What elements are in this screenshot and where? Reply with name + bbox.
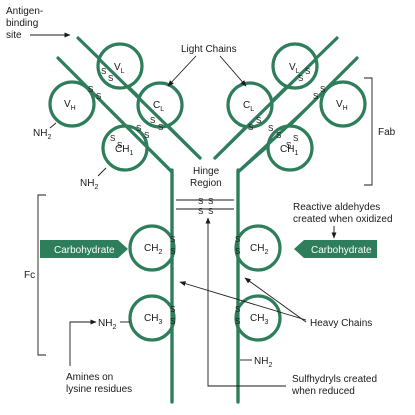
- svg-text:CH2: CH2: [144, 243, 162, 256]
- svg-text:CH1: CH1: [115, 144, 133, 157]
- vh-domain-right: [319, 80, 367, 128]
- svg-text:when reduced: when reduced: [291, 386, 355, 397]
- light-chains-label: Light Chains: [167, 44, 247, 87]
- fc-bracket: [37, 194, 46, 356]
- svg-text:NH2: NH2: [80, 178, 98, 191]
- svg-text:S: S: [235, 235, 240, 244]
- svg-text:CH2: CH2: [250, 243, 268, 256]
- disulfide-bonds: S S S S S S S S S S S S S S S S S S S S …: [88, 67, 325, 326]
- antigen-binding-site-label: Antigen- binding site: [6, 6, 71, 41]
- svg-text:NH2: NH2: [33, 128, 51, 141]
- svg-text:NH2: NH2: [98, 318, 116, 331]
- svg-text:S: S: [235, 247, 240, 256]
- vl-domain-left: [96, 42, 144, 90]
- carbohydrate-tag-left: Carbohydrate: [40, 240, 128, 258]
- svg-text:Heavy Chains: Heavy Chains: [310, 318, 372, 329]
- svg-text:S: S: [170, 235, 175, 244]
- svg-text:S: S: [256, 116, 261, 125]
- svg-text:Region: Region: [190, 178, 222, 189]
- svg-text:S: S: [96, 92, 101, 101]
- svg-text:Antigen-: Antigen-: [6, 6, 43, 17]
- svg-text:S: S: [198, 207, 203, 216]
- svg-text:S: S: [110, 134, 115, 143]
- svg-text:S: S: [108, 74, 113, 83]
- svg-text:S: S: [305, 67, 310, 76]
- svg-text:Carbohydrate: Carbohydrate: [311, 245, 372, 256]
- light-chain-left-arm: [98, 58, 202, 160]
- domain-labels: VL VH CL CH1 VL VH CL CH1 CH2 CH3 CH2 CH…: [64, 62, 348, 326]
- svg-text:binding: binding: [6, 18, 38, 29]
- ch3-domain-right: [234, 294, 282, 342]
- svg-text:Hinge: Hinge: [193, 166, 220, 177]
- hinge-region-label: Hinge Region: [190, 166, 222, 189]
- svg-text:CH3: CH3: [144, 313, 162, 326]
- svg-text:S: S: [88, 85, 93, 94]
- fab-label: Fab: [378, 127, 396, 138]
- svg-text:S: S: [235, 305, 240, 314]
- reactive-aldehydes-label: Reactive aldehydes created when oxidized: [293, 202, 393, 239]
- svg-text:CL: CL: [243, 100, 254, 113]
- heavy-chain-left-arm: [108, 108, 174, 174]
- svg-text:S: S: [268, 124, 273, 133]
- svg-text:S: S: [170, 305, 175, 314]
- svg-text:S: S: [117, 141, 122, 150]
- svg-text:Amines on: Amines on: [66, 372, 113, 383]
- svg-text:NH2: NH2: [254, 356, 272, 369]
- sulfhydryls-label: Sulfhydryls created when reduced: [205, 217, 377, 397]
- heavy-chain-right-arm: [236, 108, 307, 174]
- svg-text:S: S: [298, 74, 303, 83]
- svg-text:S: S: [248, 123, 253, 132]
- svg-text:S: S: [313, 92, 318, 101]
- amines-label: Amines on lysine residues: [66, 319, 132, 395]
- fc-label: Fc: [24, 270, 35, 281]
- svg-text:S: S: [276, 131, 281, 140]
- svg-text:S: S: [320, 85, 325, 94]
- ch3-domain-left: [128, 294, 176, 342]
- svg-text:CH1: CH1: [280, 144, 298, 157]
- heavy-chains-label: Heavy Chains: [179, 277, 372, 329]
- svg-text:S: S: [293, 134, 298, 143]
- svg-text:S: S: [150, 116, 155, 125]
- svg-text:S: S: [235, 317, 240, 326]
- svg-text:S: S: [101, 67, 106, 76]
- svg-text:VH: VH: [336, 99, 348, 112]
- svg-text:S: S: [208, 197, 213, 206]
- ch2-domain-right: [234, 224, 282, 272]
- svg-text:S: S: [136, 124, 141, 133]
- svg-text:Carbohydrate: Carbohydrate: [54, 245, 115, 256]
- svg-text:Reactive aldehydes: Reactive aldehydes: [293, 202, 380, 213]
- svg-text:Light Chains: Light Chains: [181, 44, 237, 55]
- svg-text:VL: VL: [114, 62, 125, 75]
- svg-text:S: S: [198, 197, 203, 206]
- svg-text:S: S: [208, 207, 213, 216]
- cl-domain-left: [136, 81, 184, 129]
- ch2-domain-left: [128, 224, 176, 272]
- svg-text:site: site: [6, 30, 22, 41]
- svg-text:CL: CL: [153, 100, 164, 113]
- svg-text:created when oxidized: created when oxidized: [293, 214, 393, 225]
- svg-text:VH: VH: [64, 99, 76, 112]
- svg-text:S: S: [144, 131, 149, 140]
- svg-text:Sulfhydryls created: Sulfhydryls created: [292, 374, 377, 385]
- light-chain-right-arm: [213, 58, 317, 160]
- svg-text:VL: VL: [289, 62, 300, 75]
- nh2-termini: NH2 NH2 NH2 NH2: [33, 122, 272, 369]
- carbohydrate-tag-right: Carbohydrate: [294, 240, 377, 258]
- svg-text:S: S: [158, 123, 163, 132]
- svg-text:S: S: [286, 141, 291, 150]
- cl-domain-right: [226, 81, 274, 129]
- fab-bracket: [364, 77, 373, 186]
- vh-domain-left: [48, 80, 96, 128]
- vl-domain-right: [271, 42, 319, 90]
- svg-text:lysine residues: lysine residues: [66, 384, 132, 395]
- svg-text:CH3: CH3: [250, 313, 268, 326]
- svg-text:S: S: [170, 247, 175, 256]
- svg-text:S: S: [170, 317, 175, 326]
